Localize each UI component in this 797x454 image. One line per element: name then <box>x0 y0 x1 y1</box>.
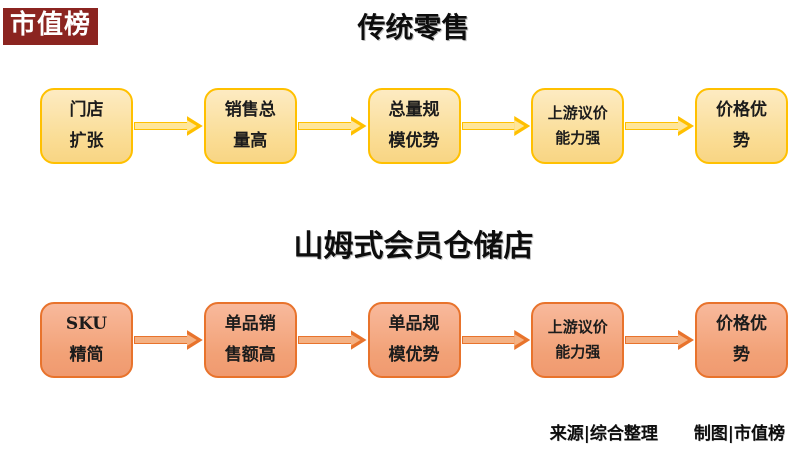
arrow-head <box>678 330 694 350</box>
step-text-line: 销售总 <box>224 100 276 121</box>
flow-row-traditional-retail: 门店 扩张 销售总 量高 总量规 模优势 <box>40 88 788 164</box>
source-label: 来源|综合整理 <box>549 424 658 444</box>
step-text-line: 能力强 <box>555 129 601 147</box>
step-text-line: 上游议价 <box>547 103 608 122</box>
step-text-line: 势 <box>733 131 750 151</box>
arrow-head <box>514 330 531 350</box>
flow-step-box: 上游议价 能力强 <box>531 302 625 378</box>
arrow-head <box>186 116 203 136</box>
arrow-shaft <box>134 122 188 130</box>
arrow-shaft <box>625 336 679 344</box>
step-text-line: 单品销 <box>224 314 276 335</box>
right-arrow-icon <box>461 116 531 136</box>
step-text-line: 总量规 <box>388 100 440 121</box>
flow-row-sams-membership-warehouse: SKU 精简 单品销 售额高 单品规 模优势 <box>40 302 788 378</box>
step-text-line: 量高 <box>233 131 268 151</box>
step-text-line: 模优势 <box>388 345 440 365</box>
right-arrow-icon <box>297 116 367 136</box>
arrow-shaft <box>297 122 352 130</box>
step-text-line: 模优势 <box>388 131 440 151</box>
step-text-line: 门店 <box>69 100 104 121</box>
step-text-line: 单品规 <box>388 314 440 335</box>
arrow-head <box>350 116 367 136</box>
flow-step-box: 价格优 势 <box>695 302 788 378</box>
flow-title-traditional-retail: 传统零售 <box>357 11 470 44</box>
step-text-line: 上游议价 <box>547 317 608 336</box>
flow-title-sams-membership-warehouse: 山姆式会员仓储店 <box>293 229 534 264</box>
flow-step-box: 上游议价 能力强 <box>531 88 625 164</box>
arrow-head <box>186 330 203 350</box>
arrow-shaft <box>134 336 188 344</box>
step-text-line: SKU <box>65 314 108 335</box>
right-arrow-icon <box>625 330 694 350</box>
step-text-line: 价格优 <box>716 100 767 121</box>
credit-label: 制图|市值榜 <box>693 424 785 444</box>
flow-step-box: 销售总 量高 <box>203 88 297 164</box>
flow-step-box: 门店 扩张 <box>40 88 133 164</box>
arrow-head <box>350 330 367 350</box>
flow-step-box: 单品销 售额高 <box>203 302 297 378</box>
right-arrow-icon <box>134 330 203 350</box>
step-text-line: 售额高 <box>224 345 276 365</box>
right-arrow-icon <box>134 116 203 136</box>
flow-step-box: 总量规 模优势 <box>367 88 461 164</box>
brand-logo: 市值榜 <box>3 8 99 46</box>
step-text-line: 势 <box>733 345 750 365</box>
arrow-head <box>514 116 531 136</box>
right-arrow-icon <box>297 330 367 350</box>
flow-step-box: SKU 精简 <box>40 302 133 378</box>
arrow-shaft <box>297 336 352 344</box>
flow-step-box: 单品规 模优势 <box>367 302 461 378</box>
step-text-line: 精简 <box>69 345 104 365</box>
right-arrow-icon <box>625 116 694 136</box>
arrow-shaft <box>625 122 679 130</box>
step-text-line: 能力强 <box>555 343 601 361</box>
arrow-shaft <box>461 122 516 130</box>
flow-step-box: 价格优 势 <box>695 88 788 164</box>
arrow-head <box>678 116 694 136</box>
step-text-line: 价格优 <box>716 314 767 335</box>
right-arrow-icon <box>461 330 531 350</box>
source-credit-line: 来源|综合整理 制图|市值榜 <box>550 419 785 444</box>
arrow-shaft <box>461 336 516 344</box>
step-text-line: 扩张 <box>69 131 104 151</box>
